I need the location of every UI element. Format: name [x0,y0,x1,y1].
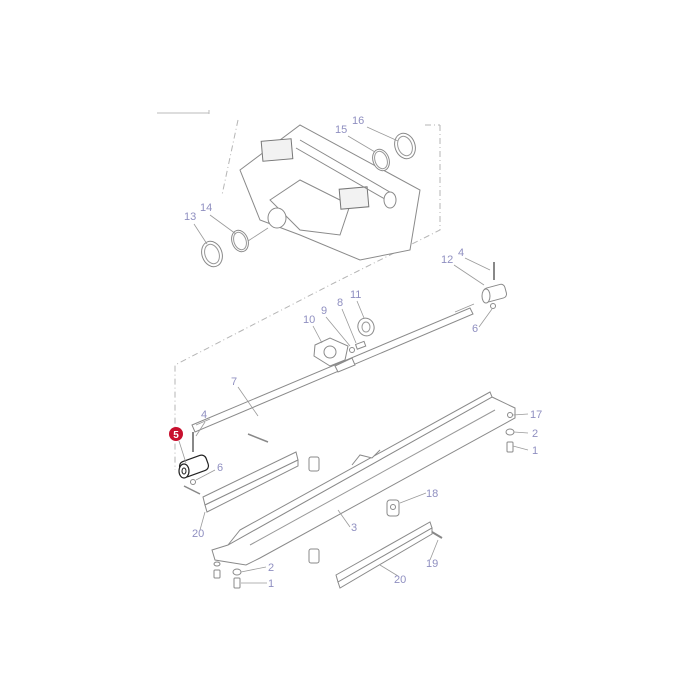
bushing-11 [357,317,375,337]
shaft-7 [191,303,475,433]
callout-11[interactable]: 11 [350,289,361,301]
clamp-block [308,456,320,472]
washer-9 [349,347,355,353]
callout-12[interactable]: 12 [441,254,453,266]
callout-2[interactable]: 2 [532,428,538,440]
seal-ring-13 [201,240,223,268]
callout-2[interactable]: 2 [268,562,274,574]
callout-13[interactable]: 13 [184,211,196,223]
bolt-8 [354,340,367,350]
seal-ring-15 [372,148,390,172]
bracket-20-lower [335,521,433,589]
callout-8[interactable]: 8 [337,297,343,309]
coupling-5[interactable] [178,454,210,479]
nut-6 [190,479,196,485]
highlight-badge-5[interactable]: 5 [169,427,183,441]
pin [247,433,269,443]
callout-14[interactable]: 14 [200,202,212,214]
callout-9[interactable]: 9 [321,305,327,317]
clamp-block [308,548,320,564]
callout-7[interactable]: 7 [231,376,237,388]
callout-18[interactable]: 18 [426,488,438,500]
axle-housing-assembly [239,124,421,261]
badge-label: 5 [173,430,179,441]
seal-ring-14 [231,229,249,253]
callout-20[interactable]: 20 [394,574,406,586]
seal-ring-16 [394,132,416,160]
callout-6[interactable]: 6 [472,323,478,335]
bracket-20-upper [202,451,299,513]
flange-bearing-10 [313,337,349,367]
callout-17[interactable]: 17 [530,409,542,421]
callout-1[interactable]: 1 [532,445,538,457]
callout-1[interactable]: 1 [268,578,274,590]
callout-16[interactable]: 16 [352,115,364,127]
callout-4[interactable]: 4 [458,247,464,259]
assembly-boundary-lines [174,119,441,470]
scale-bar [157,110,210,114]
fasteners-right [505,412,515,453]
bolt-19 [431,531,443,539]
coupling-12 [481,262,508,309]
callout-labels: 16 15 14 13 4 12 11 8 9 10 6 7 17 4 2 1 … [184,115,542,590]
pin [183,485,201,495]
callout-19[interactable]: 19 [426,558,438,570]
callout-15[interactable]: 15 [335,124,347,136]
callout-6[interactable]: 6 [217,462,223,474]
callout-3[interactable]: 3 [351,522,357,534]
leader-lines [193,126,529,584]
callout-20[interactable]: 20 [192,528,204,540]
callout-10[interactable]: 10 [303,314,315,326]
main-rail-3 [211,391,516,566]
clamp-block-18 [386,499,400,517]
fasteners-left [213,561,242,589]
callout-4[interactable]: 4 [201,409,207,421]
